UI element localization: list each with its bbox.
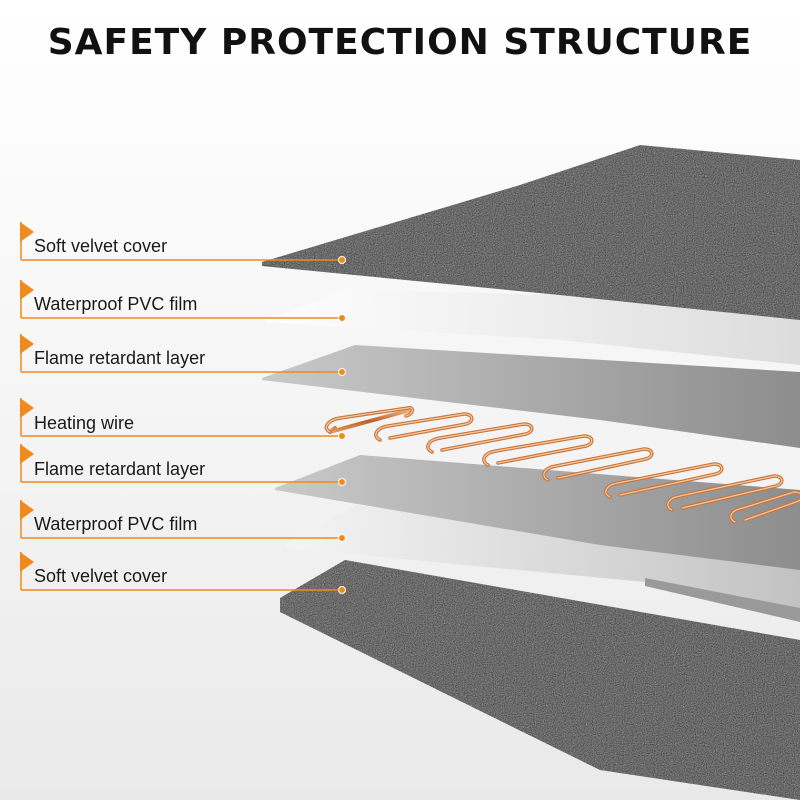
callout-anchor-dot	[338, 586, 346, 594]
callout-anchor-dot	[338, 478, 346, 486]
top-pvc-layer	[265, 290, 800, 365]
callout-anchor-dot	[338, 368, 346, 376]
callout-anchor-dot	[338, 432, 346, 440]
label-soft-velvet-cover-bottom: Soft velvet cover	[34, 566, 168, 586]
callout-flag-marker	[20, 552, 34, 572]
callout-flag-marker	[20, 398, 34, 418]
callout-anchor-dot	[338, 314, 346, 322]
callout-flag-marker	[20, 334, 34, 354]
label-waterproof-pvc-film-bottom: Waterproof PVC film	[34, 514, 198, 534]
bottom-velvet-layer	[280, 560, 800, 800]
callout-flag-marker	[20, 222, 34, 242]
callout-flag-marker	[20, 280, 34, 300]
label-soft-velvet-cover-top: Soft velvet cover	[34, 236, 168, 256]
top-velvet-layer	[262, 145, 800, 320]
bottom-pvc-layer	[285, 505, 800, 622]
label-flame-retardant-layer-bottom: Flame retardant layer	[34, 459, 206, 479]
callout-flag-marker	[20, 444, 34, 464]
label-heating-wire: Heating wire	[34, 413, 135, 433]
callout-anchor-dot	[338, 256, 346, 264]
top-flame-layer	[262, 345, 800, 448]
callout-flag-marker	[20, 500, 34, 520]
diagram-title: SAFETY PROTECTION STRUCTURE	[47, 22, 753, 63]
callout-anchor-dot	[338, 534, 346, 542]
label-waterproof-pvc-film-top: Waterproof PVC film	[34, 294, 198, 314]
label-flame-retardant-layer-top: Flame retardant layer	[34, 348, 206, 368]
